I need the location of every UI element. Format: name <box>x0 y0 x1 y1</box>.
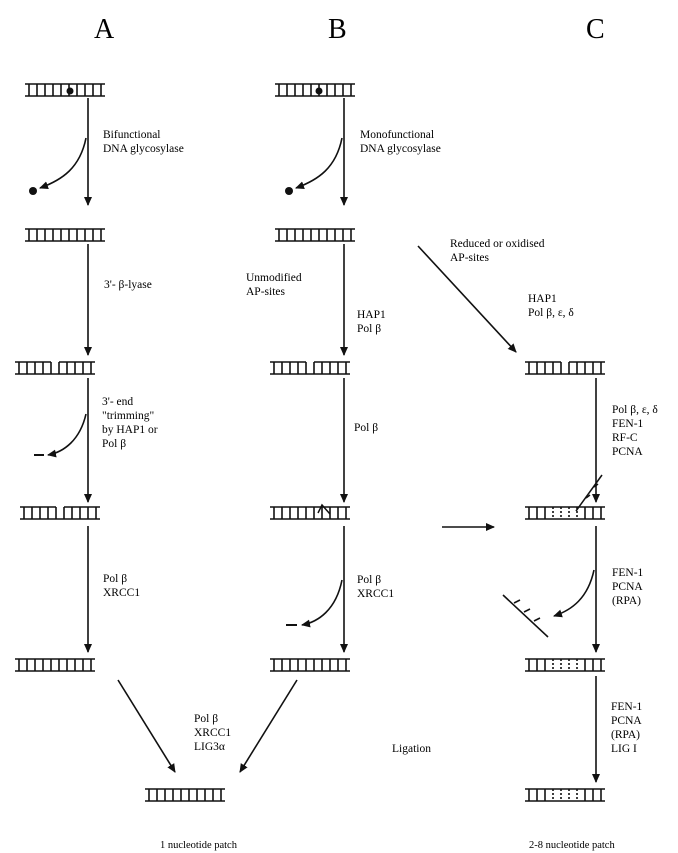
released-base-a <box>29 187 37 195</box>
dna-nicked-c <box>525 361 605 375</box>
label-line: 3'- end <box>102 396 133 408</box>
flap-b <box>317 503 331 515</box>
label-ligation: Ligation <box>392 743 431 755</box>
dna-nicked-b <box>270 361 350 375</box>
caption-2-8-nucleotide-patch: 2-8 nucleotide patch <box>529 840 615 851</box>
label-line: Pol β <box>357 323 381 335</box>
label-line: Bifunctional <box>103 129 161 141</box>
label-line: Pol β, ε, δ <box>528 307 574 319</box>
label-line: LIG3α <box>194 741 225 753</box>
label-line: Monofunctional <box>360 129 434 141</box>
label-line: HAP1 <box>528 293 557 305</box>
caption-1-nucleotide-patch: 1 nucleotide patch <box>160 840 238 851</box>
dna-filled-c <box>525 658 605 672</box>
curved-arrow-release-base-b <box>295 137 343 190</box>
arrow-a-ligation <box>117 679 176 773</box>
column-a-header: A <box>94 14 115 45</box>
label-line: Pol β, ε, δ <box>612 404 658 416</box>
label-line: (RPA) <box>611 729 640 741</box>
column-b-header: B <box>328 14 347 45</box>
label-line: PCNA <box>612 581 643 593</box>
label-line: XRCC1 <box>357 588 394 600</box>
label-polb-b: Pol β <box>354 422 378 434</box>
label-beta-lyase: 3'- β-lyase <box>104 279 152 291</box>
label-line: "trimming" <box>102 410 154 422</box>
column-c-header: C <box>586 14 605 45</box>
label-b-polb-xrcc1: Pol β XRCC1 <box>357 574 394 600</box>
dna-ap-site-b <box>275 228 355 242</box>
flap-c <box>575 474 603 512</box>
arrow-b-to-c-long-patch <box>417 245 517 353</box>
label-line: XRCC1 <box>194 727 231 739</box>
label-line: (RPA) <box>612 595 641 607</box>
label-line: AP-sites <box>246 286 286 298</box>
dna-damaged-a <box>25 83 105 97</box>
label-line: Pol β <box>194 713 218 725</box>
label-line: by HAP1 or <box>102 424 158 436</box>
curved-arrow-release-fragment-a <box>47 413 87 458</box>
dna-damaged-b <box>275 83 355 97</box>
dna-trimmed-a <box>20 506 100 520</box>
label-line: AP-sites <box>450 252 490 264</box>
excised-flap-c <box>502 594 549 638</box>
dna-displaced-c <box>525 506 605 520</box>
curved-arrow-release-fragment-b <box>301 579 343 628</box>
dna-filled-a <box>15 658 95 672</box>
curved-arrow-release-flap-c <box>553 569 595 618</box>
label-line: HAP1 <box>357 309 386 321</box>
label-line: Pol β <box>354 422 378 434</box>
dna-nicked-a <box>15 361 95 375</box>
label-line: Pol β <box>357 574 381 586</box>
label-line: FEN-1 <box>612 567 644 579</box>
label-line: PCNA <box>612 446 643 458</box>
lesion-a <box>66 87 74 95</box>
label-a-polb-xrcc1: Pol β XRCC1 <box>103 573 140 599</box>
dna-flap-b <box>270 506 350 520</box>
label-line: Reduced or oxidised <box>450 238 545 250</box>
label-line: DNA glycosylase <box>360 143 441 155</box>
label-line: XRCC1 <box>103 587 140 599</box>
lesion-b <box>315 87 323 95</box>
label-line: Pol β <box>103 573 127 585</box>
label-line: FEN-1 <box>611 701 643 713</box>
arrow-b-ligation <box>239 679 298 773</box>
label-line: LIG I <box>611 743 637 755</box>
label-line: Unmodified <box>246 272 302 284</box>
dna-ap-site-a <box>25 228 105 242</box>
label-line: DNA glycosylase <box>103 143 184 155</box>
curved-arrow-release-base-a <box>39 137 87 190</box>
dna-repaired-short <box>145 788 225 802</box>
label-line: 3'- β-lyase <box>104 279 152 291</box>
dna-repaired-long <box>525 788 605 802</box>
label-trimming: 3'- end "trimming" by HAP1 or Pol β <box>102 396 158 450</box>
dna-filled-b <box>270 658 350 672</box>
label-line: FEN-1 <box>612 418 644 430</box>
label-line: Pol β <box>102 438 126 450</box>
released-base-b <box>285 187 293 195</box>
label-line: PCNA <box>611 715 642 727</box>
label-line: Ligation <box>392 743 431 755</box>
label-line: RF-C <box>612 432 638 444</box>
